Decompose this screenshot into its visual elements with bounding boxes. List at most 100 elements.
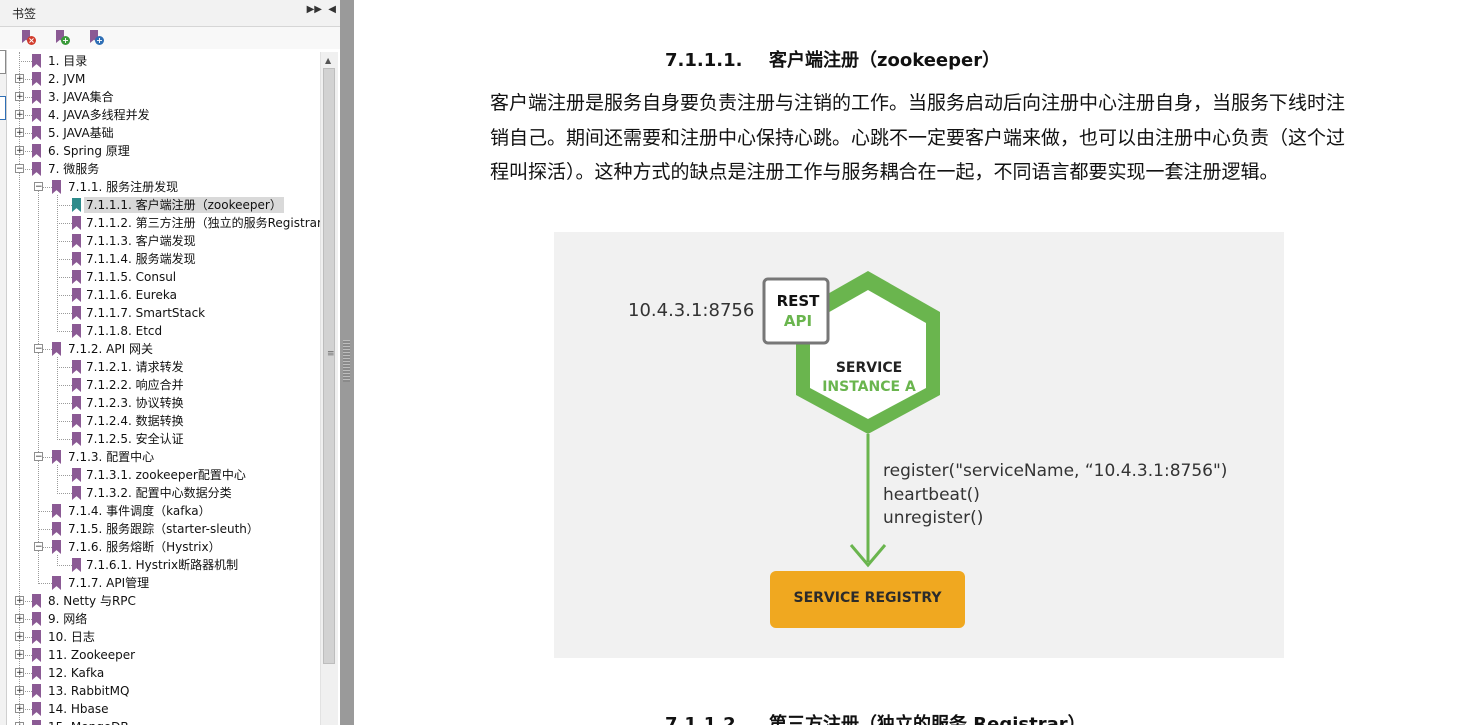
- bookmark-item[interactable]: 7.1.1.4. 服务端发现: [7, 250, 320, 268]
- bookmark-label: 7.1.2.3. 协议转换: [86, 396, 184, 410]
- expand-icon[interactable]: +: [15, 74, 24, 84]
- tree-guide-line: [19, 673, 32, 674]
- bookmark-item[interactable]: 7.1.3.2. 配置中心数据分类: [7, 484, 320, 502]
- bookmark-item[interactable]: +6. Spring 原理: [7, 142, 320, 160]
- bookmark-item[interactable]: −7.1.2. API 网关: [7, 340, 320, 358]
- bookmark-label: 7.1.3. 配置中心: [68, 450, 155, 464]
- bookmark-item[interactable]: +13. RabbitMQ: [7, 682, 320, 700]
- bookmark-item[interactable]: 7.1.1.5. Consul: [7, 268, 320, 286]
- collapse-icon[interactable]: −: [34, 452, 43, 462]
- bookmark-item[interactable]: 7.1.6.1. Hystrix断路器机制: [7, 556, 320, 574]
- bookmark-icon: [72, 378, 81, 392]
- bookmark-item[interactable]: 7.1.2.4. 数据转换: [7, 412, 320, 430]
- delete-bookmark-icon[interactable]: ×: [20, 29, 36, 45]
- instance-label: INSTANCE A: [822, 379, 916, 395]
- add-child-bookmark-icon[interactable]: +: [88, 29, 104, 45]
- rest-label: REST: [776, 292, 820, 310]
- service-label: SERVICE: [835, 360, 903, 376]
- bookmark-item[interactable]: 7.1.3.1. zookeeper配置中心: [7, 466, 320, 484]
- bookmark-label: 7.1.5. 服务跟踪（starter-sleuth）: [68, 522, 259, 536]
- expand-icon[interactable]: +: [15, 596, 24, 606]
- side-tab-pages[interactable]: [0, 50, 6, 74]
- panel-splitter[interactable]: [340, 0, 354, 725]
- tree-guide-line: [57, 313, 72, 314]
- bookmark-icon: [72, 324, 81, 338]
- bookmark-icon: [32, 630, 41, 644]
- bookmark-item[interactable]: − 7. 微服务: [7, 160, 320, 178]
- tree-guide-line: [57, 367, 72, 368]
- tree-guide-line: [57, 357, 58, 440]
- bookmark-item[interactable]: 7.1.1.6. Eureka: [7, 286, 320, 304]
- bookmark-item[interactable]: 7.1.1.3. 客户端发现: [7, 232, 320, 250]
- expand-icon[interactable]: +: [15, 110, 24, 120]
- tree-guide-line: [19, 97, 32, 98]
- tree-scrollbar[interactable]: ▲ ≡: [320, 52, 338, 725]
- tree-guide-line: [57, 223, 72, 224]
- bookmark-item[interactable]: 7.1.1.8. Etcd: [7, 322, 320, 340]
- scroll-thumb[interactable]: ≡: [323, 68, 335, 664]
- bookmark-icon: [72, 468, 81, 482]
- bookmark-label: 7.1.2.2. 响应合并: [86, 378, 184, 392]
- bookmark-item[interactable]: 7.1.7. API管理: [7, 574, 320, 592]
- tree-guide-line: [38, 511, 52, 512]
- bookmark-item[interactable]: +9. 网络: [7, 610, 320, 628]
- bookmark-item[interactable]: 7.1.4. 事件调度（kafka）: [7, 502, 320, 520]
- expand-icon[interactable]: +: [15, 92, 24, 102]
- expand-icon[interactable]: +: [15, 686, 24, 696]
- expand-icon[interactable]: +: [15, 722, 24, 725]
- collapse-icon[interactable]: −: [34, 542, 43, 552]
- bookmark-icon: [72, 396, 81, 410]
- bookmark-item[interactable]: +15. MongoDB: [7, 718, 320, 725]
- collapse-icon[interactable]: −: [34, 182, 43, 192]
- expand-icon[interactable]: +: [15, 614, 24, 624]
- bookmark-icon: [52, 576, 61, 590]
- bookmark-item[interactable]: 7.1.5. 服务跟踪（starter-sleuth）: [7, 520, 320, 538]
- heading-number: 7.1.1.1.: [665, 50, 743, 71]
- bookmark-icon: [52, 180, 61, 194]
- collapse-icon[interactable]: −: [15, 164, 24, 174]
- expand-icon[interactable]: +: [15, 650, 24, 660]
- expand-icon[interactable]: +: [15, 146, 24, 156]
- tree-guide-line: [57, 331, 72, 332]
- bookmark-item[interactable]: +14. Hbase: [7, 700, 320, 718]
- bookmark-label: 3. JAVA集合: [48, 90, 114, 104]
- expand-icon[interactable]: +: [15, 668, 24, 678]
- bookmark-item[interactable]: +11. Zookeeper: [7, 646, 320, 664]
- bookmark-item[interactable]: +8. Netty 与RPC: [7, 592, 320, 610]
- bookmark-item[interactable]: +12. Kafka: [7, 664, 320, 682]
- side-tab-bookmarks[interactable]: [0, 96, 6, 120]
- double-right-arrow-icon[interactable]: ▶▶: [306, 4, 322, 15]
- bookmark-item[interactable]: +3. JAVA集合: [7, 88, 320, 106]
- bookmark-item[interactable]: +5. JAVA基础: [7, 124, 320, 142]
- expand-icon[interactable]: +: [15, 128, 24, 138]
- tree-guide-line: [19, 691, 32, 692]
- bookmark-label: 7. 微服务: [48, 162, 100, 176]
- collapse-icon[interactable]: −: [34, 344, 43, 354]
- add-bookmark-icon[interactable]: +: [54, 29, 70, 45]
- body-paragraph: 客户端注册是服务自身要负责注册与注销的工作。当服务启动后向注册中心注册自身，当服…: [490, 92, 1346, 183]
- bookmark-item[interactable]: 7.1.1.1. 客户端注册（zookeeper）: [7, 196, 320, 214]
- expand-icon[interactable]: +: [15, 632, 24, 642]
- bookmark-item[interactable]: 1. 目录: [7, 52, 320, 70]
- tree-guide-line: [19, 619, 32, 620]
- bookmark-item[interactable]: +2. JVM: [7, 70, 320, 88]
- bookmark-item[interactable]: +4. JAVA多线程并发: [7, 106, 320, 124]
- bookmark-label: 2. JVM: [48, 72, 86, 86]
- bookmark-item[interactable]: +10. 日志: [7, 628, 320, 646]
- bookmark-item[interactable]: 7.1.2.3. 协议转换: [7, 394, 320, 412]
- bookmark-icon: [72, 414, 81, 428]
- bookmark-item[interactable]: 7.1.1.2. 第三方注册（独立的服务Registrar）: [7, 214, 320, 232]
- bookmark-item[interactable]: 7.1.1.7. SmartStack: [7, 304, 320, 322]
- bookmark-item[interactable]: 7.1.2.2. 响应合并: [7, 376, 320, 394]
- bookmark-item[interactable]: 7.1.2.1. 请求转发: [7, 358, 320, 376]
- bookmark-icon: [72, 360, 81, 374]
- panel-header: 书签 ▶▶ ◀: [0, 0, 340, 27]
- bookmark-item[interactable]: 7.1.2.5. 安全认证: [7, 430, 320, 448]
- bookmark-item[interactable]: −7.1.1. 服务注册发现: [7, 178, 320, 196]
- expand-icon[interactable]: +: [15, 704, 24, 714]
- bookmark-item[interactable]: −7.1.6. 服务熔断（Hystrix）: [7, 538, 320, 556]
- left-arrow-icon[interactable]: ◀: [328, 4, 336, 15]
- scroll-up-arrow-icon[interactable]: ▲: [325, 56, 332, 65]
- bookmark-item[interactable]: − 7.1.3. 配置中心: [7, 448, 320, 466]
- panel-title: 书签: [12, 7, 37, 21]
